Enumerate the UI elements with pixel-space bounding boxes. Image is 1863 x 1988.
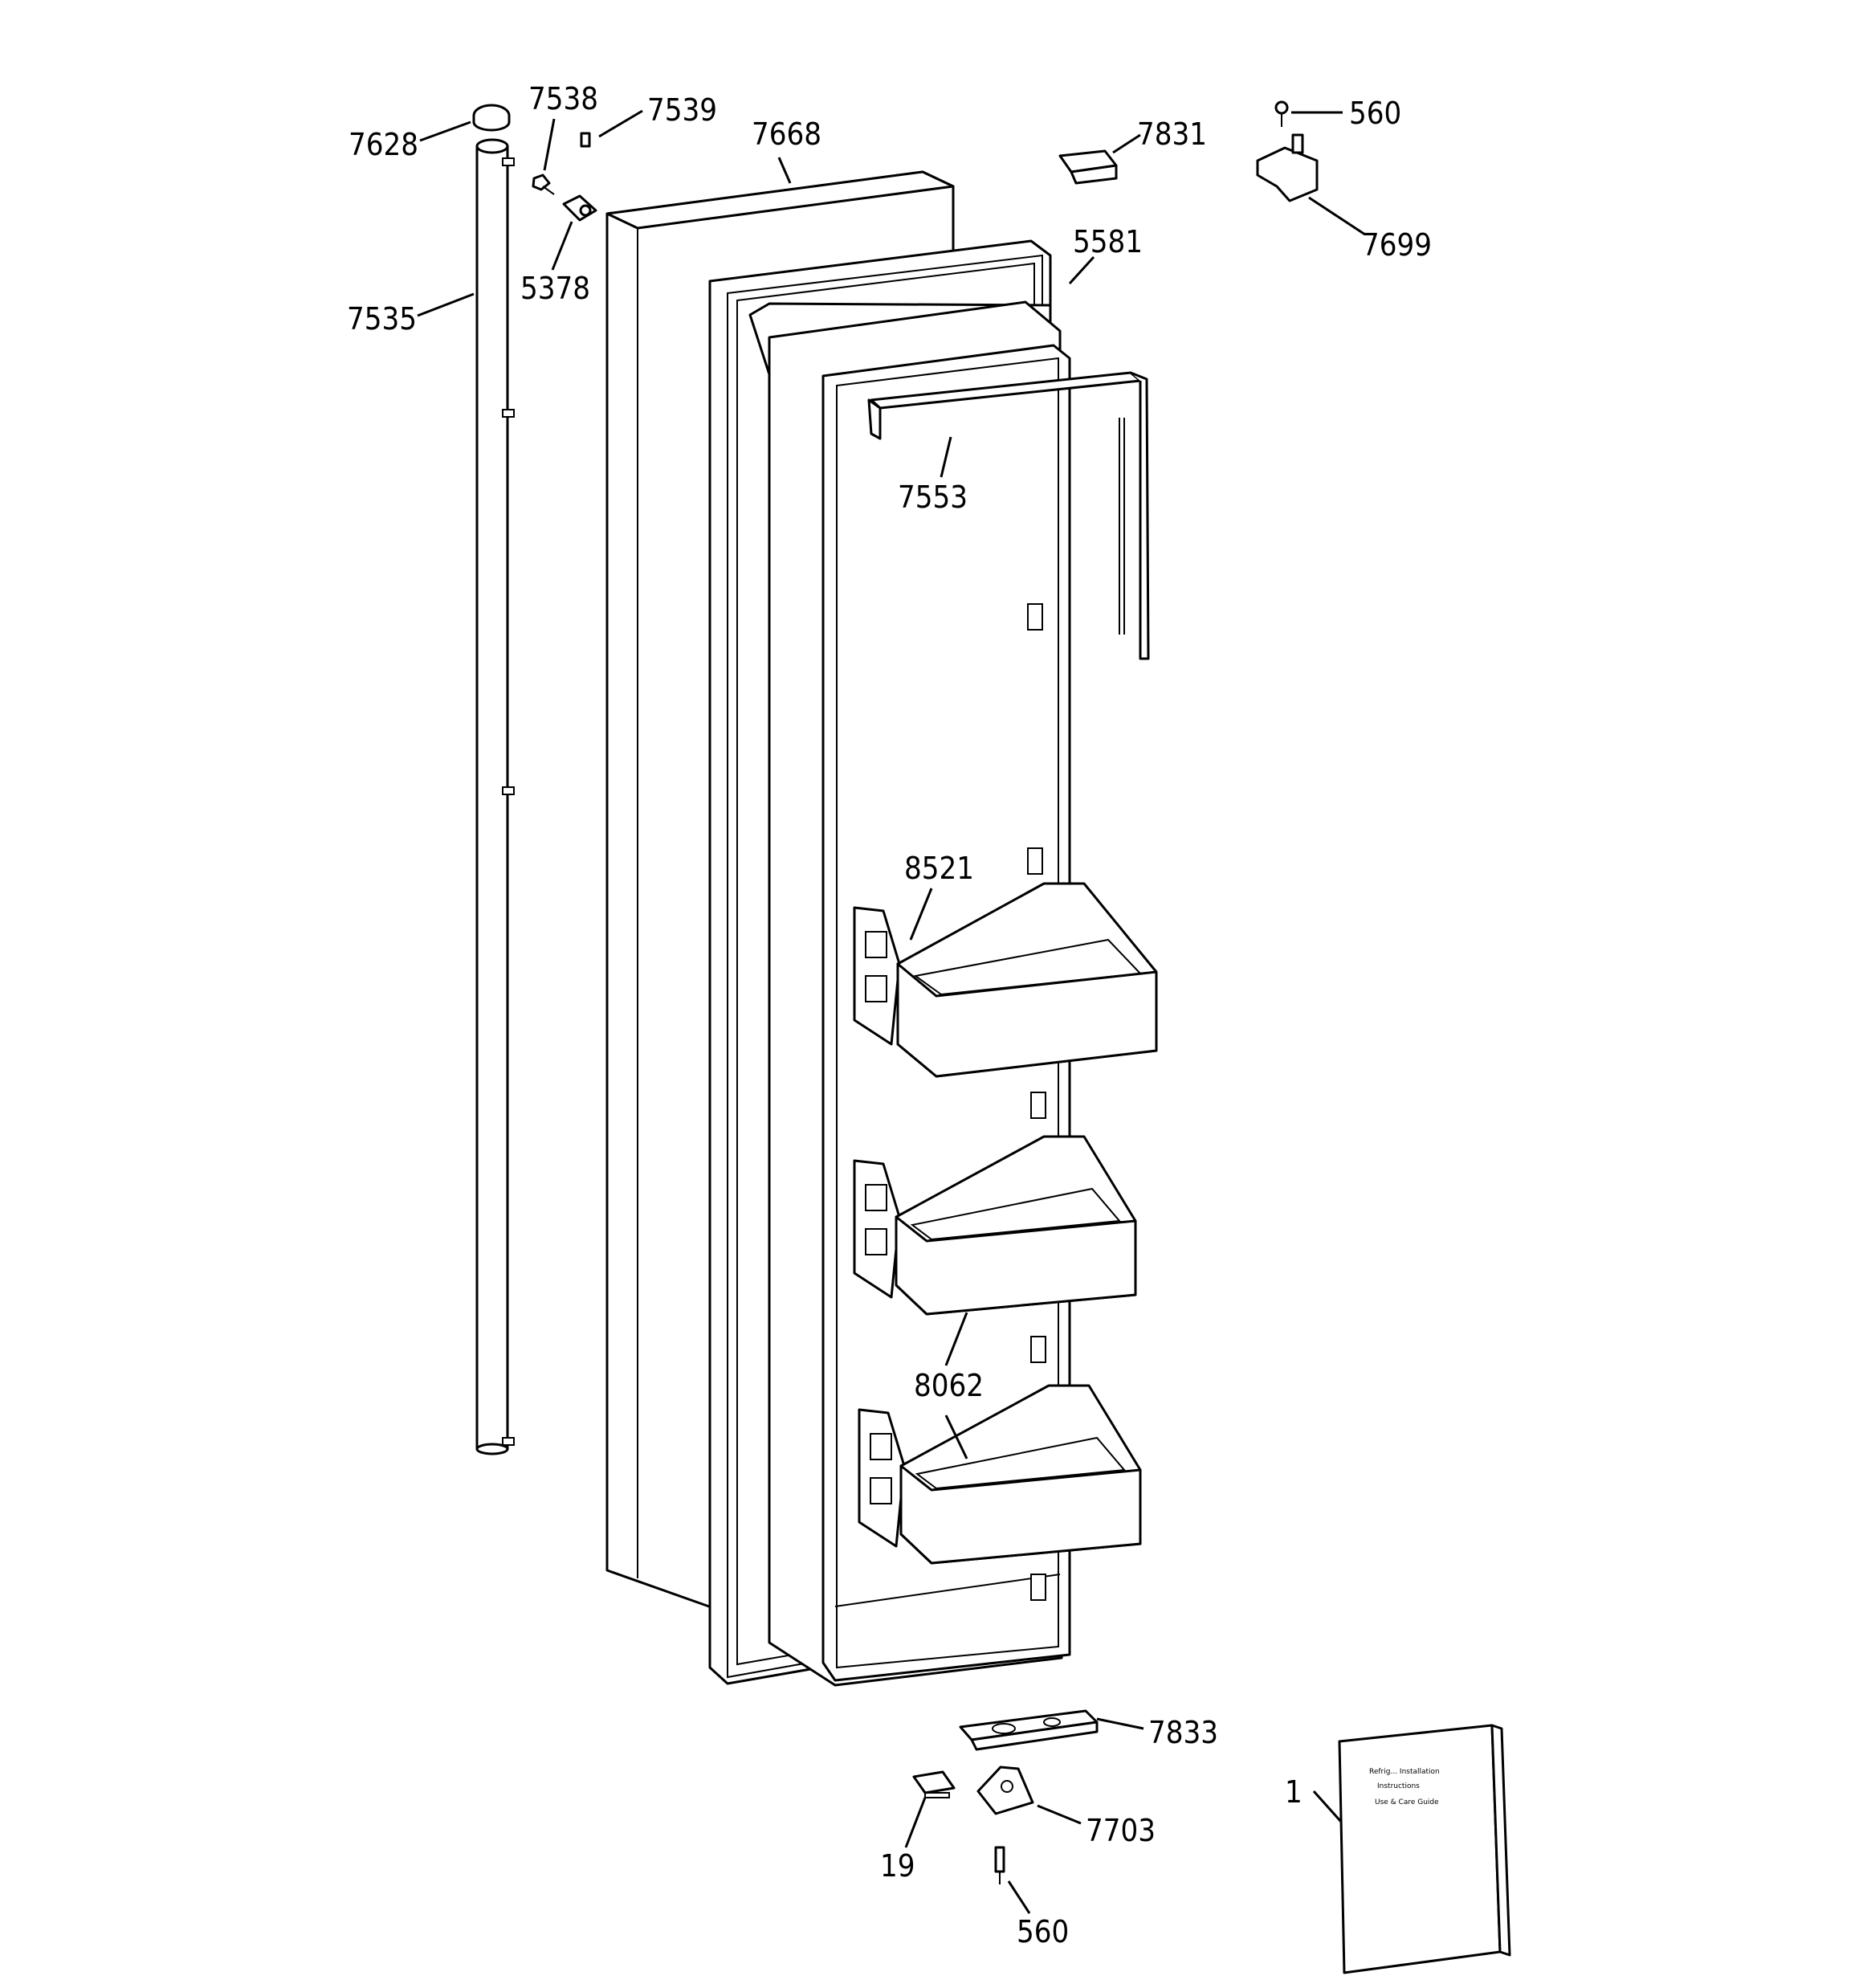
label-19: 19: [880, 1848, 915, 1884]
door-gasket: [867, 371, 1150, 660]
set-screw: [580, 132, 591, 148]
middle-bin: [853, 1135, 1137, 1316]
label-5378: 5378: [520, 271, 590, 306]
leader-lines: [417, 109, 1366, 1914]
screw: [532, 173, 555, 195]
lower-bin: [858, 1384, 1142, 1565]
upper-bin: [853, 882, 1158, 1078]
label-7699: 7699: [1362, 227, 1432, 263]
screw-bottom: [994, 1846, 1005, 1884]
handle-mount: [562, 194, 597, 222]
label-5581: 5581: [1073, 224, 1143, 259]
label-1: 1: [1285, 1774, 1302, 1810]
label-7628: 7628: [349, 127, 418, 162]
label-7703: 7703: [1086, 1813, 1156, 1848]
cap: [472, 104, 511, 132]
part-labels: 7628 7538 7539 7668 7831 560 7535 5378 5…: [347, 81, 1432, 1949]
screw-top: [1274, 100, 1289, 127]
label-8062: 8062: [914, 1368, 984, 1403]
label-7535: 7535: [347, 301, 417, 337]
shim: [912, 1770, 956, 1798]
liner-bin-pegs: [1027, 603, 1046, 1601]
handle-tube: [475, 138, 515, 1455]
label-560-bottom: 560: [1017, 1914, 1069, 1949]
label-7668: 7668: [752, 116, 821, 152]
label-8521: 8521: [904, 851, 974, 886]
label-7538: 7538: [528, 81, 598, 116]
top-hinge: [1256, 133, 1319, 202]
label-560-top: 560: [1349, 96, 1401, 131]
manual-title-line1: Refrig... Installation: [1369, 1768, 1440, 1776]
manual: Refrig... Installation Instructions Use …: [1338, 1724, 1511, 1974]
manual-title-line2: Instructions: [1377, 1782, 1420, 1790]
label-7553: 7553: [898, 480, 968, 515]
bottom-bracket: [959, 1709, 1099, 1751]
bottom-hinge: [976, 1766, 1034, 1815]
top-bracket: [1058, 149, 1118, 185]
label-7831: 7831: [1137, 116, 1207, 152]
manual-title-line3: Use & Care Guide: [1375, 1798, 1439, 1806]
label-7539: 7539: [647, 92, 717, 128]
label-7833: 7833: [1148, 1715, 1218, 1750]
